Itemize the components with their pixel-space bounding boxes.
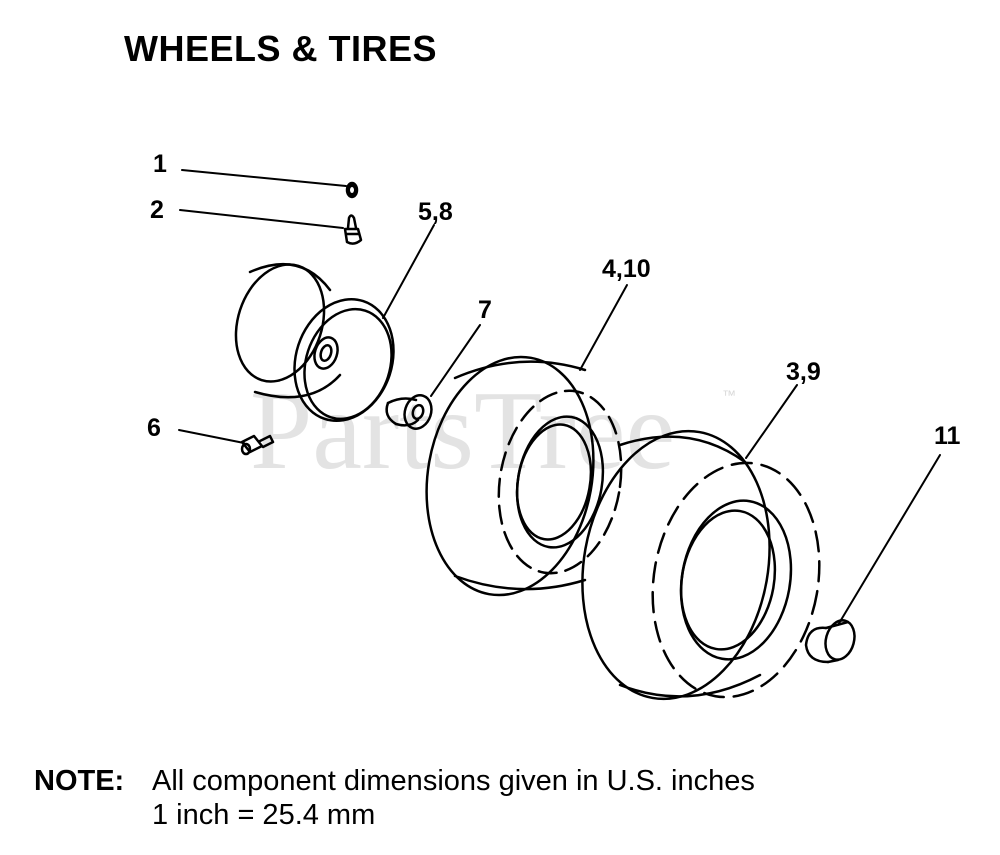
note-line-2: 1 inch = 25.4 mm — [152, 799, 376, 831]
note-line-1: All component dimensions given in U.S. i… — [152, 765, 755, 797]
valve-stem-part — [343, 214, 363, 245]
callout-5-8: 5,8 — [418, 198, 453, 226]
callout-1: 1 — [153, 150, 167, 178]
callout-6: 6 — [147, 414, 161, 442]
callout-2: 2 — [150, 196, 164, 224]
front-tire-part — [425, 355, 623, 597]
hub-cap-part — [804, 619, 856, 664]
callout-3-9: 3,9 — [786, 358, 821, 386]
valve-cap-part — [345, 181, 359, 199]
watermark-trademark: ™ — [722, 387, 736, 403]
note-label: NOTE: — [34, 765, 125, 797]
leader-lines — [178, 169, 941, 626]
callout-7: 7 — [478, 296, 492, 324]
callout-11: 11 — [934, 422, 961, 450]
rim-part — [234, 263, 395, 423]
diagram-title: WHEELS & TIRES — [124, 28, 438, 69]
note-text: All component dimensions given in U.S. i… — [152, 764, 755, 832]
grease-fitting-part — [240, 434, 275, 456]
bushing-part — [385, 394, 433, 430]
callout-4-10: 4,10 — [602, 255, 651, 283]
rear-tire-part — [581, 429, 821, 701]
